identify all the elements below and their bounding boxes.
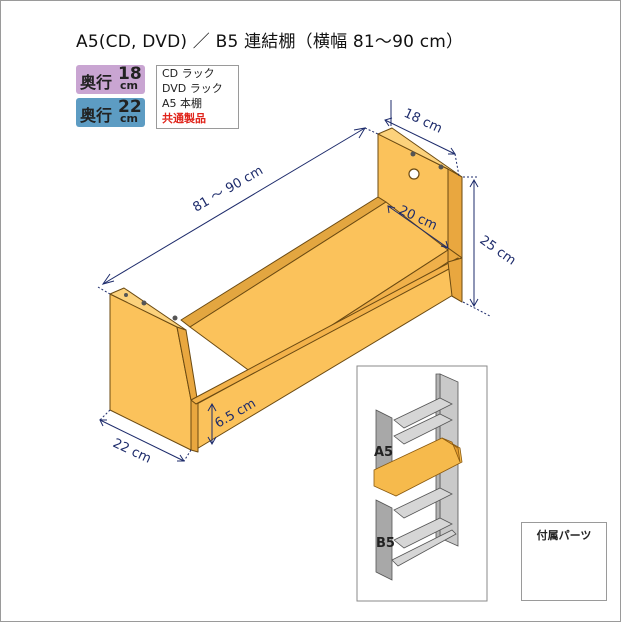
wire-hole xyxy=(408,168,420,180)
badge-unit: cm xyxy=(120,79,138,92)
badge-number: 18 xyxy=(118,64,142,84)
badge-unit: cm xyxy=(120,112,138,125)
usage-a5: A5 本棚 xyxy=(162,97,203,110)
usage-dvd: DVD ラック xyxy=(162,82,223,95)
badge-kanji: 奥行 xyxy=(80,106,113,125)
screw-hole xyxy=(141,300,147,306)
badge-kanji: 奥行 xyxy=(80,73,113,92)
parts-box: 付属パーツ xyxy=(521,522,607,601)
page-title: A5(CD, DVD) ／ B5 連結棚（横幅 81〜90 cm） xyxy=(76,32,464,52)
screw-holes xyxy=(124,151,444,321)
usage-common: 共通製品 xyxy=(162,112,206,125)
badge-number: 22 xyxy=(118,97,142,117)
screw-hole xyxy=(124,293,128,297)
right-base-end xyxy=(447,257,463,303)
shelf-3d xyxy=(109,127,463,453)
top-depth-dimension-label: 18 cm xyxy=(401,106,444,137)
height-dimension-label: 25 cm xyxy=(477,233,519,269)
left-panel-top xyxy=(109,287,187,331)
assembly-thumbnail: A5 B5 xyxy=(356,365,488,602)
usage-box: CD ラック DVD ラック A5 本棚 共通製品 xyxy=(156,65,239,129)
thumbnail-label-b5: B5 xyxy=(376,536,395,551)
screw-hole xyxy=(172,315,178,321)
screw-hole xyxy=(438,164,444,170)
width-dimension-label: 81 〜 90 cm xyxy=(191,163,266,215)
left-panel-face xyxy=(109,293,192,451)
parts-title: 付属パーツ xyxy=(536,529,592,542)
bottom-depth-dimension-label: 22 cm xyxy=(110,436,153,467)
usage-cd: CD ラック xyxy=(162,67,215,80)
dimension-lines xyxy=(97,100,491,462)
screw-hole xyxy=(410,151,416,157)
right-panel-side xyxy=(447,168,463,259)
depth-badge-22: 奥行 22 cm xyxy=(76,97,145,127)
thumbnail-label-a5: A5 xyxy=(374,445,393,460)
depth-badge-18: 奥行 18 cm xyxy=(76,64,145,94)
